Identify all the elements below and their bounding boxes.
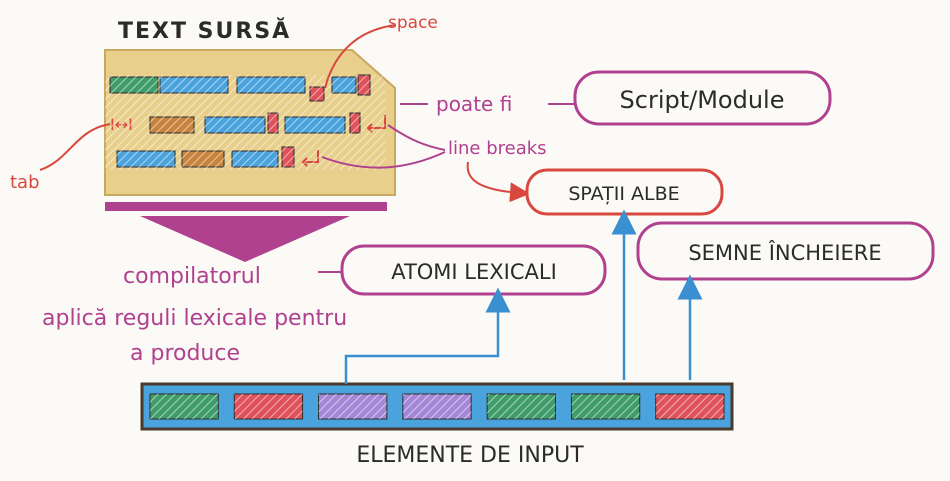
input-cell-hatch — [402, 394, 472, 419]
input-cell-hatch — [150, 394, 219, 419]
script-module-box — [573, 70, 832, 126]
terminators-box — [636, 221, 935, 281]
lexical-atoms-arrow — [344, 287, 511, 384]
compiler-bar — [105, 202, 387, 211]
line-breaks-arrow — [466, 161, 530, 203]
whitespace-label: SPAȚII ALBE — [568, 183, 679, 205]
line-breaks-connector — [321, 151, 446, 169]
source-text-card: I↔I — [104, 49, 396, 196]
input-cell-hatch — [571, 394, 640, 419]
tab-connector — [39, 123, 111, 171]
input-elements-label: ELEMENTE DE INPUT — [356, 443, 584, 468]
compiler-text-line3: a produce — [130, 341, 240, 366]
lexical-atoms-label: ATOMI LEXICALI — [391, 260, 557, 284]
compiler-text-line2: aplică reguli lexicale pentru — [42, 306, 347, 331]
input-cell-hatch — [234, 394, 303, 419]
line-breaks-label: line breaks — [448, 138, 547, 159]
source-title: TEXT SURSĂ — [118, 18, 291, 44]
space-label: space — [388, 13, 438, 33]
line-breaks-connector — [387, 124, 446, 151]
terminators-label: SEMNE ÎNCHEIERE — [688, 240, 881, 265]
hatch-overlay — [105, 75, 385, 170]
compiler-funnel — [140, 216, 350, 262]
tab-label: tab — [10, 172, 40, 193]
lexical-atoms-box — [340, 244, 607, 296]
script-module-label: Script/Module — [620, 86, 785, 114]
input-cell-hatch — [487, 394, 556, 419]
can-be-label: poate fi — [436, 92, 512, 116]
input-elements-strip — [140, 382, 734, 431]
input-cell-hatch — [655, 394, 724, 419]
space-connector — [324, 24, 396, 89]
input-cell-hatch — [318, 394, 387, 419]
compiler-text-line1: compilatorul — [123, 264, 261, 289]
